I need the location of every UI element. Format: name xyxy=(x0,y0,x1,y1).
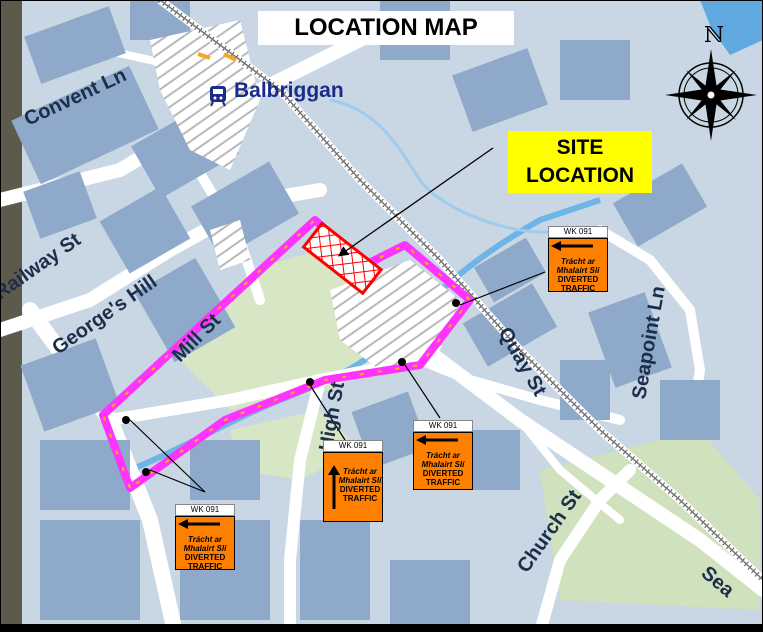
north-letter: ℕ xyxy=(704,23,724,48)
arrow-left-icon xyxy=(551,241,593,251)
hatched-area-left xyxy=(210,220,250,270)
sign-ref: WK 091 xyxy=(175,504,235,516)
train-station-icon xyxy=(210,86,226,107)
site-location-label: SITE LOCATION xyxy=(508,131,652,193)
arrow-left-icon xyxy=(178,519,220,529)
arrow-up-icon xyxy=(328,465,340,509)
sign-panel: Trácht ar Mhalairt Slí DIVERTED TRAFFIC xyxy=(323,452,383,522)
site-label-line1: SITE xyxy=(556,136,604,159)
sign-panel: Trácht ar Mhalairt Slí DIVERTED TRAFFIC xyxy=(175,516,235,571)
sign-ref: WK 091 xyxy=(413,420,473,432)
station-label: Balbriggan xyxy=(234,79,344,102)
map-title: LOCATION MAP xyxy=(258,11,514,45)
sign-ref: WK 091 xyxy=(548,226,608,238)
sign-posts xyxy=(122,299,460,476)
diversion-sign-3: WK 091 Trácht ar Mhalairt Slí DIVERTED T… xyxy=(413,420,473,490)
sign-panel: Trácht ar Mhalairt Slí DIVERTED TRAFFIC xyxy=(548,238,608,293)
sign-ref: WK 091 xyxy=(323,440,383,452)
diversion-route xyxy=(99,216,474,492)
diversion-sign-1: WK 091 Trácht ar Mhalairt Slí DIVERTED T… xyxy=(175,504,235,571)
sign-leader-lines xyxy=(129,271,546,493)
rail-crossing-marks xyxy=(197,52,237,62)
water-top-right xyxy=(700,0,763,55)
diversion-sign-2: WK 091 Trácht ar Mhalairt Slí DIVERTED T… xyxy=(323,440,383,522)
arrow-left-icon xyxy=(416,435,458,445)
site-leader-line xyxy=(337,147,494,257)
sign-panel: Trácht ar Mhalairt Slí DIVERTED TRAFFIC xyxy=(413,432,473,490)
railway xyxy=(157,0,763,583)
site-label-line2: LOCATION xyxy=(525,164,635,187)
diversion-sign-4: WK 091 Trácht ar Mhalairt Slí DIVERTED T… xyxy=(548,226,608,293)
buildings xyxy=(11,0,720,632)
compass-rose-icon xyxy=(665,49,757,141)
